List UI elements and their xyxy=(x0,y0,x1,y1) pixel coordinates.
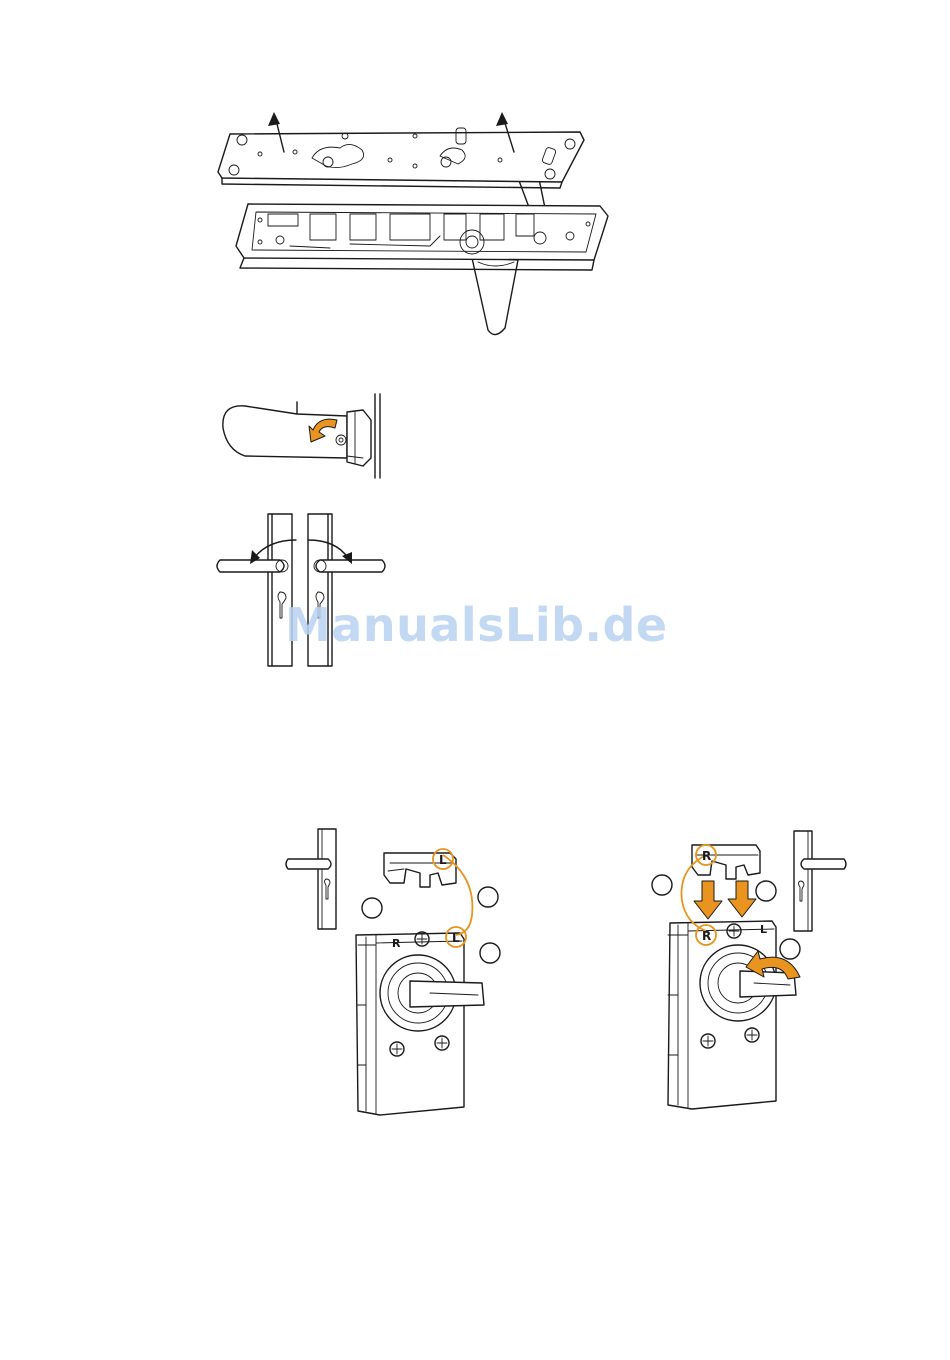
side-label-l: L xyxy=(760,923,767,936)
step-circle xyxy=(362,898,382,918)
lock-body: L xyxy=(668,921,796,1109)
handle-plate-mini-right xyxy=(794,831,846,931)
lock-body: R xyxy=(356,932,484,1115)
step-circle xyxy=(756,881,776,901)
screw-icon xyxy=(727,924,741,938)
watermark: ManualsLib.de xyxy=(285,598,665,652)
handle-housing xyxy=(236,204,608,270)
figure-lock-left-config: R L L xyxy=(280,825,520,1125)
down-arrow-icon xyxy=(728,881,756,917)
figure-plate-removal xyxy=(200,100,620,340)
step-circle xyxy=(480,943,500,963)
body-label-l: L xyxy=(452,931,460,945)
screw-icon xyxy=(745,1028,759,1042)
handle-plate-mini-left xyxy=(286,829,336,929)
step-circle xyxy=(478,887,498,907)
back-plate xyxy=(218,128,584,188)
figure-handle-side-view xyxy=(215,390,395,485)
figure-lock-right-config: L R R xyxy=(648,825,858,1125)
screw-icon xyxy=(435,1036,449,1050)
clip-label-l: L xyxy=(439,853,447,867)
step-circle xyxy=(652,875,672,895)
body-label-r: R xyxy=(702,929,711,943)
screw-icon xyxy=(390,1042,404,1056)
down-arrow-icon xyxy=(694,881,722,919)
screw-icon xyxy=(415,932,429,946)
side-label-r: R xyxy=(392,937,401,950)
clip-label-r: R xyxy=(702,849,711,863)
screw-icon xyxy=(701,1034,715,1048)
step-circle xyxy=(780,939,800,959)
